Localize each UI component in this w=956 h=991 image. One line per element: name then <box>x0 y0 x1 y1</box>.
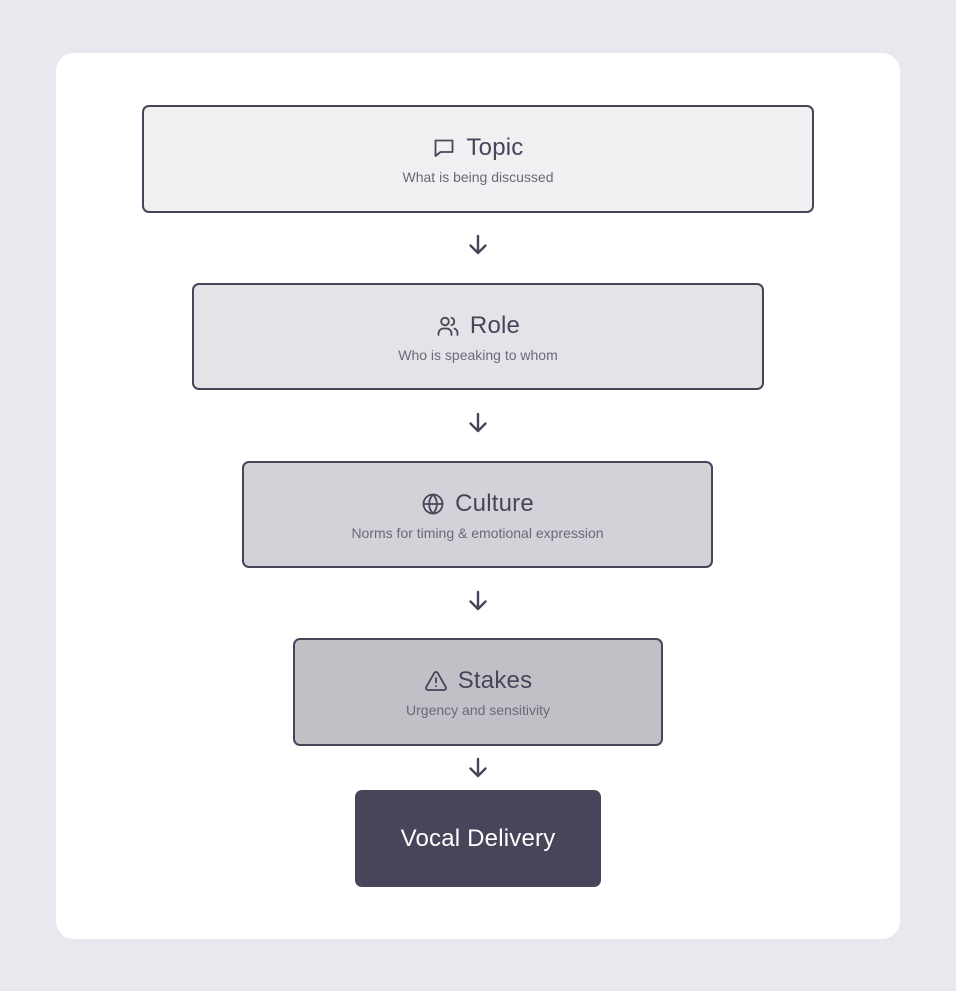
arrow-down-icon <box>466 756 490 780</box>
stage-role: Role Who is speaking to whom <box>192 283 764 390</box>
stage-culture: Culture Norms for timing & emotional exp… <box>242 461 713 568</box>
message-square-icon <box>432 136 456 160</box>
alert-triangle-icon <box>424 669 448 693</box>
stage-role-header: Role <box>436 311 520 341</box>
arrow-down-icon <box>466 589 490 613</box>
stage-stakes: Stakes Urgency and sensitivity <box>293 638 663 746</box>
arrow-down-icon <box>466 233 490 257</box>
stage-topic-header: Topic <box>432 133 523 163</box>
stage-topic-title: Topic <box>466 134 524 161</box>
stage-stakes-title: Stakes <box>457 667 533 694</box>
stage-culture-subtitle: Norms for timing & emotional expression <box>351 524 604 541</box>
stage-role-subtitle: Who is speaking to whom <box>398 346 558 363</box>
output-label: Vocal Delivery <box>400 824 556 852</box>
stage-stakes-header: Stakes <box>424 666 533 696</box>
stage-culture-title: Culture <box>455 489 534 517</box>
stage-stakes-subtitle: Urgency and sensitivity <box>406 702 550 718</box>
stage-topic-subtitle: What is being discussed <box>402 169 554 185</box>
arrow-down-icon <box>466 411 490 435</box>
globe-icon <box>421 492 445 516</box>
stage-topic: Topic What is being discussed <box>142 105 814 213</box>
output-vocal-delivery: Vocal Delivery <box>355 790 601 887</box>
users-icon <box>436 314 460 338</box>
stage-role-title: Role <box>469 311 521 339</box>
stage-culture-header: Culture <box>421 489 534 519</box>
